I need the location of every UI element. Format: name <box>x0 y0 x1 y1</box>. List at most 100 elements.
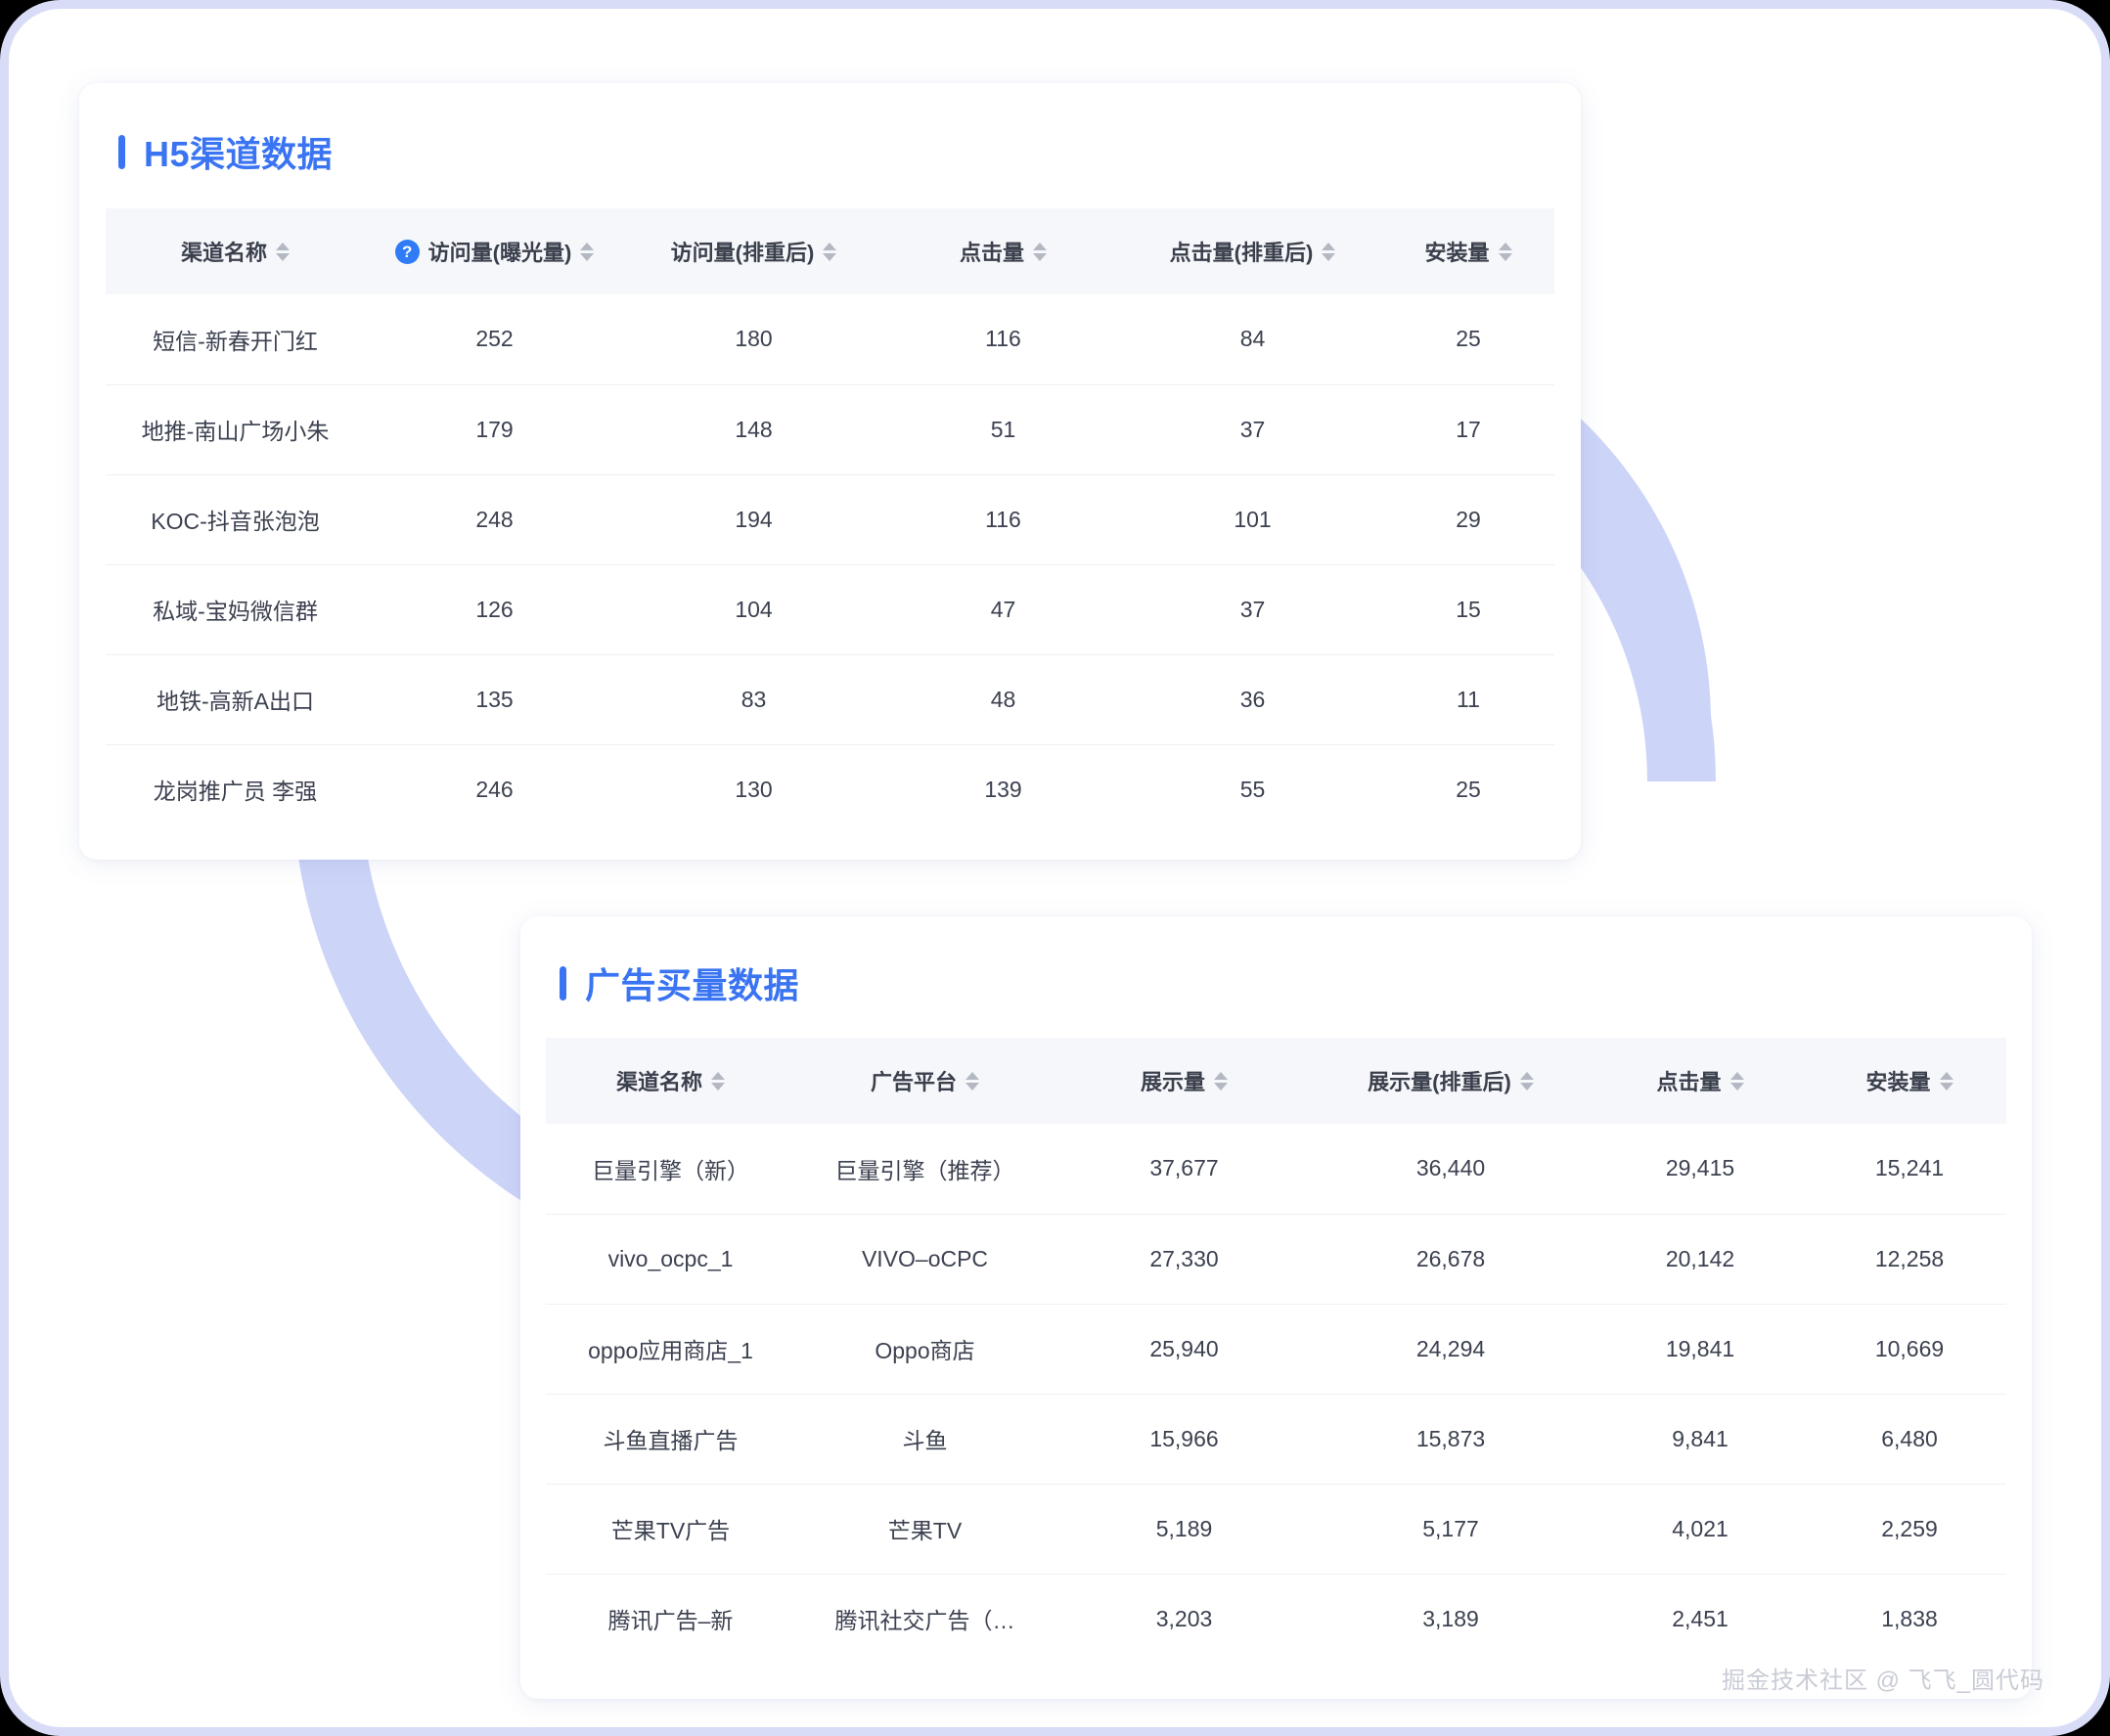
ads-cell-r4-c3: 5,177 <box>1314 1484 1588 1575</box>
h5-cell-r3-c5: 15 <box>1382 564 1554 655</box>
sort-icon[interactable] <box>580 242 595 261</box>
h5-header-row: 渠道名称 ? 访问量(曝光量) <box>106 208 1554 294</box>
h5-col-label-5: 安装量 <box>1424 241 1490 265</box>
card-ad-buying-data: 广告买量数据 渠道名称 <box>520 916 2032 1699</box>
h5-col-header-1[interactable]: ? 访问量(曝光量) <box>365 208 624 294</box>
sort-icon[interactable] <box>1322 242 1336 261</box>
title-accent-bar <box>560 965 566 1001</box>
ads-cell-r2-c0: oppo应用商店_1 <box>546 1304 795 1395</box>
sort-icon[interactable] <box>276 242 290 261</box>
ads-col-label-3: 展示量(排重后) <box>1368 1070 1511 1094</box>
ads-data-table: 渠道名称 广告平台 展示量 <box>546 1038 2006 1664</box>
h5-col-header-3[interactable]: 点击量 <box>883 208 1123 294</box>
h5-col-header-0[interactable]: 渠道名称 <box>106 208 365 294</box>
sort-icon[interactable] <box>1214 1071 1228 1091</box>
h5-cell-r3-c0: 私域-宝妈微信群 <box>106 564 365 655</box>
ads-cell-r1-c5: 12,258 <box>1813 1214 2006 1305</box>
h5-cell-r1-c3: 51 <box>883 384 1123 475</box>
ads-col-label-0: 渠道名称 <box>615 1070 702 1094</box>
h5-cell-r4-c0: 地铁-高新A出口 <box>106 654 365 745</box>
ads-col-header-2[interactable]: 展示量 <box>1055 1038 1314 1124</box>
ads-cell-r3-c3: 15,873 <box>1314 1394 1588 1485</box>
h5-cell-r2-c0: KOC-抖音张泡泡 <box>106 474 365 565</box>
sort-icon[interactable] <box>1939 1071 1953 1091</box>
ads-cell-r1-c4: 20,142 <box>1588 1214 1813 1305</box>
card-h5-title: H5渠道数据 <box>144 134 334 174</box>
ads-cell-r1-c1: VIVO–oCPC <box>795 1214 1055 1305</box>
h5-cell-r0-c4: 84 <box>1123 294 1382 385</box>
h5-cell-r4-c5: 11 <box>1382 654 1554 745</box>
sort-icon[interactable] <box>711 1071 725 1091</box>
sort-icon[interactable] <box>1498 242 1512 261</box>
sort-icon[interactable] <box>965 1071 979 1091</box>
sort-icon[interactable] <box>823 242 837 261</box>
h5-cell-r4-c4: 36 <box>1123 654 1382 745</box>
ads-cell-r1-c3: 26,678 <box>1314 1214 1588 1305</box>
h5-cell-r1-c5: 17 <box>1382 384 1554 475</box>
ads-cell-r0-c2: 37,677 <box>1055 1124 1314 1215</box>
ads-table-scroll-container[interactable]: 渠道名称 广告平台 展示量 <box>546 1038 2006 1664</box>
h5-cell-r2-c3: 116 <box>883 474 1123 565</box>
ads-cell-r3-c4: 9,841 <box>1588 1394 1813 1485</box>
ads-cell-r4-c0: 芒果TV广告 <box>546 1484 795 1575</box>
help-icon[interactable]: ? <box>394 239 420 264</box>
ads-cell-r3-c5: 6,480 <box>1813 1394 2006 1485</box>
ads-col-label-1: 广告平台 <box>870 1070 957 1094</box>
sort-icon[interactable] <box>1033 242 1047 261</box>
h5-col-header-2[interactable]: 访问量(排重后) <box>624 208 883 294</box>
h5-col-header-4[interactable]: 点击量(排重后) <box>1123 208 1382 294</box>
ads-cell-r2-c5: 10,669 <box>1813 1304 2006 1395</box>
h5-col-header-5[interactable]: 安装量 <box>1382 208 1554 294</box>
ads-cell-r3-c0: 斗鱼直播广告 <box>546 1394 795 1485</box>
h5-cell-r5-c3: 139 <box>984 776 1022 802</box>
ads-col-label-5: 安装量 <box>1865 1070 1931 1094</box>
ads-cell-r5-c5: 1,838 <box>1881 1605 1938 1631</box>
ads-cell-r0-c3: 36,440 <box>1314 1124 1588 1215</box>
sort-icon[interactable] <box>1729 1071 1744 1091</box>
h5-cell-r0-c3: 116 <box>883 294 1123 385</box>
card-ads-title-row: 广告买量数据 <box>520 916 2032 1008</box>
h5-cell-r1-c1: 179 <box>365 384 624 475</box>
ads-cell-r0-c5: 15,241 <box>1813 1124 2006 1215</box>
ads-cell-r5-c0: 腾讯广告–新 <box>607 1608 734 1634</box>
h5-cell-r5-c0: 龙岗推广员 李强 <box>153 779 318 805</box>
ads-col-label-2: 展示量 <box>1140 1070 1205 1094</box>
sort-icon[interactable] <box>1519 1071 1534 1091</box>
ads-col-header-1[interactable]: 广告平台 <box>795 1038 1055 1124</box>
h5-table-head: 渠道名称 ? 访问量(曝光量) <box>106 208 1554 294</box>
ads-col-label-4: 点击量 <box>1656 1070 1722 1094</box>
ads-col-header-4[interactable]: 点击量 <box>1588 1038 1813 1124</box>
h5-cell-r5-c4: 55 <box>1239 776 1266 802</box>
h5-cell-r3-c2: 104 <box>624 564 883 655</box>
ads-col-header-0[interactable]: 渠道名称 <box>546 1038 795 1124</box>
ads-col-header-5[interactable]: 安装量 <box>1813 1038 2006 1124</box>
h5-cell-r4-c1: 135 <box>365 654 624 745</box>
ads-cell-r2-c4: 19,841 <box>1588 1304 1813 1395</box>
h5-table-scroll-container[interactable]: 渠道名称 ? 访问量(曝光量) <box>106 208 1554 834</box>
ads-cell-r1-c0: vivo_ocpc_1 <box>546 1214 795 1305</box>
ads-cell-r3-c1: 斗鱼 <box>795 1394 1055 1485</box>
h5-col-label-2: 访问量(排重后) <box>670 241 815 265</box>
h5-data-table: 渠道名称 ? 访问量(曝光量) <box>106 208 1554 834</box>
h5-cell-r5-c5: 25 <box>1456 776 1481 802</box>
ads-header-row: 渠道名称 广告平台 展示量 <box>546 1038 2006 1124</box>
h5-cell-r3-c4: 37 <box>1123 564 1382 655</box>
h5-cell-r5-c2: 130 <box>735 776 773 802</box>
h5-cell-r4-c3: 48 <box>883 654 1123 745</box>
ads-cell-r4-c1: 芒果TV <box>795 1484 1055 1575</box>
h5-col-label-1: 访问量(曝光量) <box>427 241 572 265</box>
ads-col-header-3[interactable]: 展示量(排重后) <box>1314 1038 1588 1124</box>
